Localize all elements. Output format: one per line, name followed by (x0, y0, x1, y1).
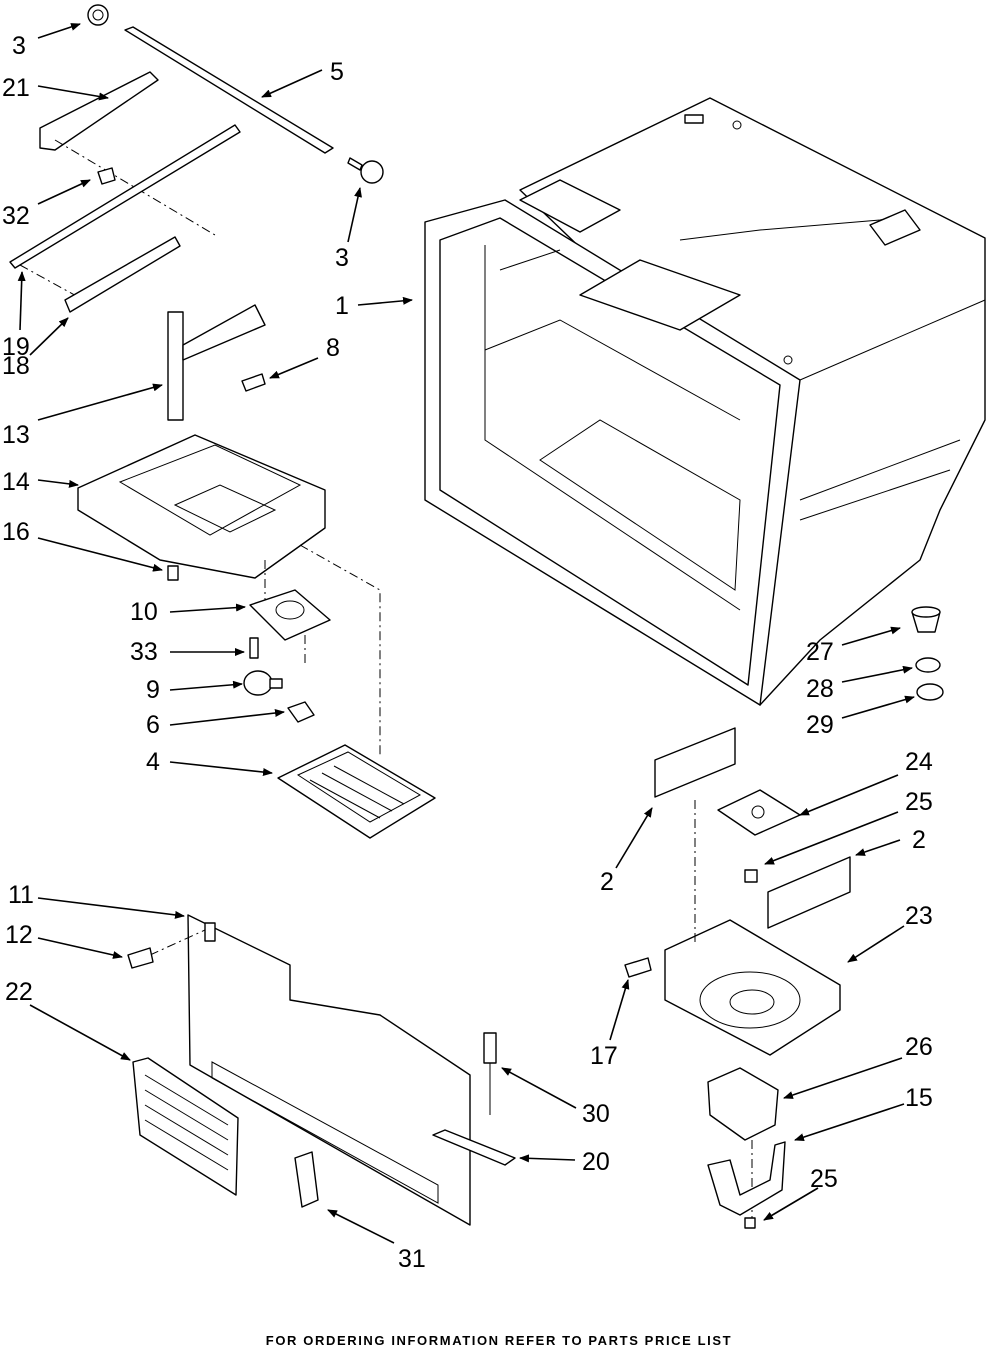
ordering-info-footer: FOR ORDERING INFORMATION REFER TO PARTS … (266, 1333, 732, 1347)
callout-32: 32 (2, 202, 30, 230)
screw-33-part (250, 638, 258, 658)
callout-8: 8 (326, 334, 340, 362)
housing-27-part (912, 607, 940, 632)
callout-21: 21 (2, 74, 30, 102)
screw-8-part (242, 374, 265, 391)
callout-29: 29 (806, 711, 834, 739)
callout-3a: 3 (12, 32, 26, 60)
callout-9: 9 (146, 676, 160, 704)
bulb-9-part (244, 671, 282, 695)
cover-4-part (278, 745, 435, 838)
callout-24: 24 (905, 748, 933, 776)
callout-6: 6 (146, 711, 160, 739)
callout-33: 33 (130, 638, 158, 666)
socket-6-part (288, 702, 314, 722)
thermistor-31-part (295, 1152, 318, 1207)
nut-25a-part (745, 870, 757, 882)
callout-17: 17 (590, 1042, 618, 1070)
callout-22: 22 (5, 978, 33, 1006)
callout-15: 15 (905, 1084, 933, 1112)
bracket-13-part (168, 305, 265, 420)
callout-2a: 2 (600, 868, 614, 896)
screw-12-part (128, 948, 153, 968)
clip-16-part (168, 566, 178, 580)
insulation-2b-part (768, 857, 850, 928)
callout-30: 30 (582, 1100, 610, 1128)
callout-25b: 25 (810, 1165, 838, 1193)
callout-23: 23 (905, 902, 933, 930)
callout-20: 20 (582, 1148, 610, 1176)
callout-13: 13 (2, 421, 30, 449)
callout-16: 16 (2, 518, 30, 546)
callout-11: 11 (8, 881, 34, 909)
screw-32-part (98, 168, 115, 184)
screw-17-part (625, 958, 651, 977)
callout-5: 5 (330, 58, 344, 86)
nut-25b-part (745, 1218, 755, 1228)
callout-25a: 25 (905, 788, 933, 816)
slide-rail-part (10, 72, 240, 312)
callout-14: 14 (2, 468, 30, 496)
callout-31: 31 (398, 1245, 426, 1273)
callout-27: 27 (806, 638, 834, 666)
callout-2b: 2 (912, 826, 926, 854)
callout-26: 26 (905, 1033, 933, 1061)
sensor-30-part (484, 1033, 496, 1115)
callout-10: 10 (130, 598, 158, 626)
callout-4: 4 (146, 748, 160, 776)
bracket-15-part (708, 1142, 785, 1215)
callout-1: 1 (335, 292, 349, 320)
callout-28: 28 (806, 675, 834, 703)
insulation-2a-part (655, 728, 735, 797)
grommet-29-part (917, 684, 943, 700)
top-gear-part (88, 5, 108, 25)
light-housing-10-part (250, 545, 380, 755)
drawer-frame-14-part (78, 435, 325, 578)
washer-28-part (916, 658, 940, 672)
freezer-liner-part (425, 98, 985, 705)
callout-18: 18 (2, 352, 30, 380)
fan-shroud-23-part (665, 800, 840, 1055)
callout-3b: 3 (335, 244, 349, 272)
right-gear-part (348, 158, 383, 183)
fan-blade-24-part (718, 790, 800, 835)
callout-12: 12 (5, 921, 33, 949)
